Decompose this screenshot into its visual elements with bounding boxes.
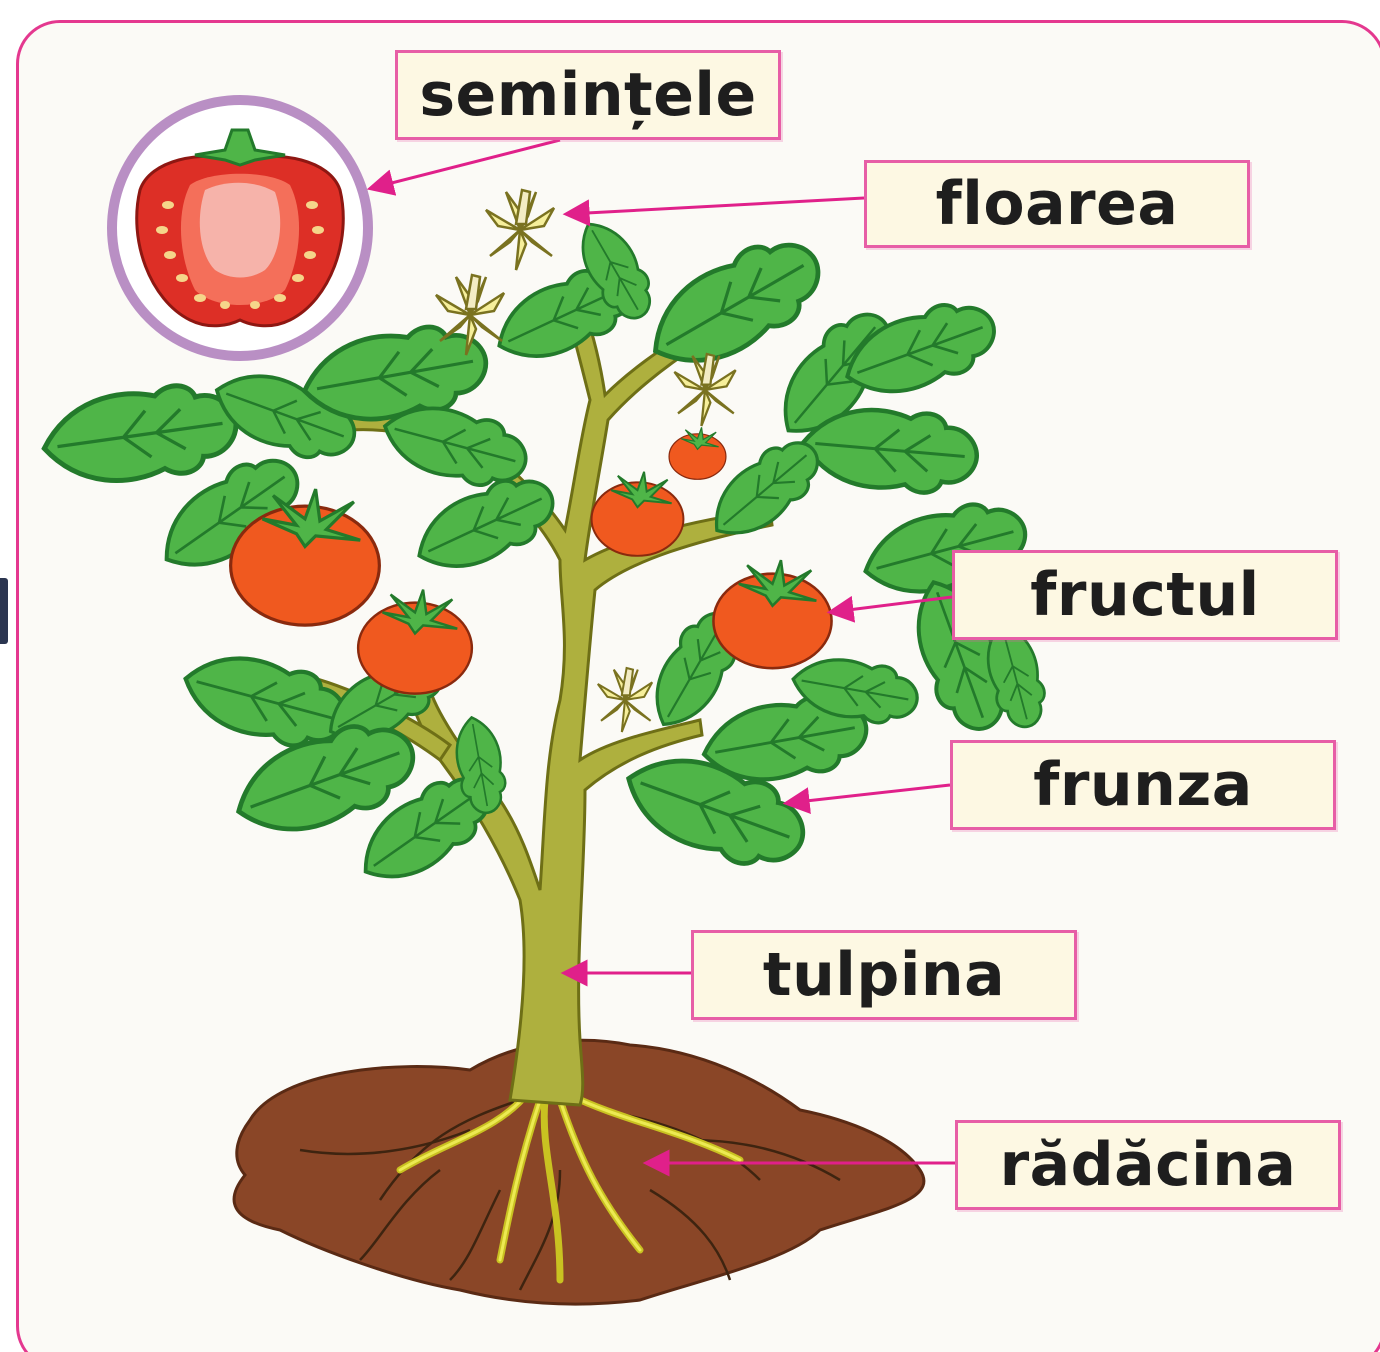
tomato-cross-section-icon [112,100,368,356]
label-fruit: fructul [952,550,1338,640]
label-leaf: frunza [950,740,1336,830]
label-flower: floarea [864,160,1250,248]
arrow-flower [568,198,864,214]
label-seeds: semințele [395,50,781,140]
label-root: rădăcina [955,1120,1341,1210]
label-stem: tulpina [691,930,1077,1020]
tomato-fruits [231,427,832,693]
arrow-seeds [372,140,560,188]
arrow-leaf [788,785,950,803]
